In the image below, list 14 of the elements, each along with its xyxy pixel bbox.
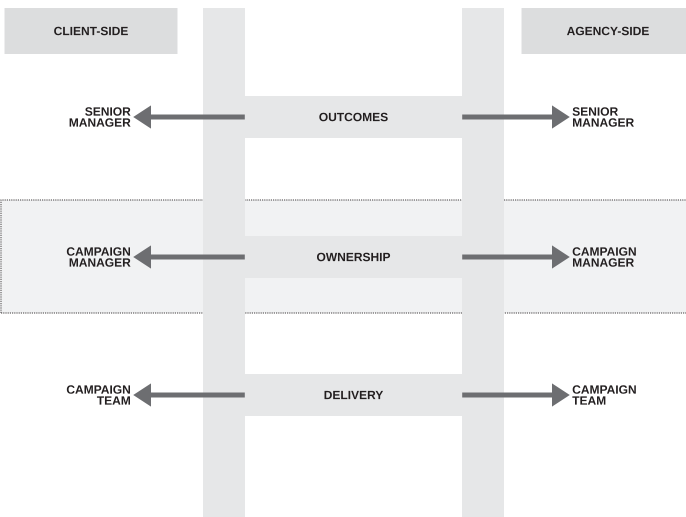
header-box: CLIENT-SIDE	[4, 8, 178, 54]
node-label: OUTCOMES	[319, 112, 388, 122]
role-label: SENIOR MANAGER	[70, 107, 131, 127]
node-label: OWNERSHIP	[316, 252, 390, 262]
ladder-rung: OUTCOMES	[245, 96, 462, 138]
ladder-rung: OWNERSHIP	[245, 236, 462, 278]
role-label: CAMPAIGN TEAM	[66, 385, 130, 405]
role-label: CAMPAIGN MANAGER	[572, 247, 636, 267]
role-label: SENIOR MANAGER	[572, 107, 634, 127]
role-label: CAMPAIGN MANAGER	[66, 247, 131, 267]
node-label: DELIVERY	[324, 390, 384, 400]
role-label: CAMPAIGN TEAM	[572, 385, 636, 405]
ladder-rung: DELIVERY	[245, 374, 462, 416]
header-box: AGENCY-SIDE	[522, 8, 686, 54]
